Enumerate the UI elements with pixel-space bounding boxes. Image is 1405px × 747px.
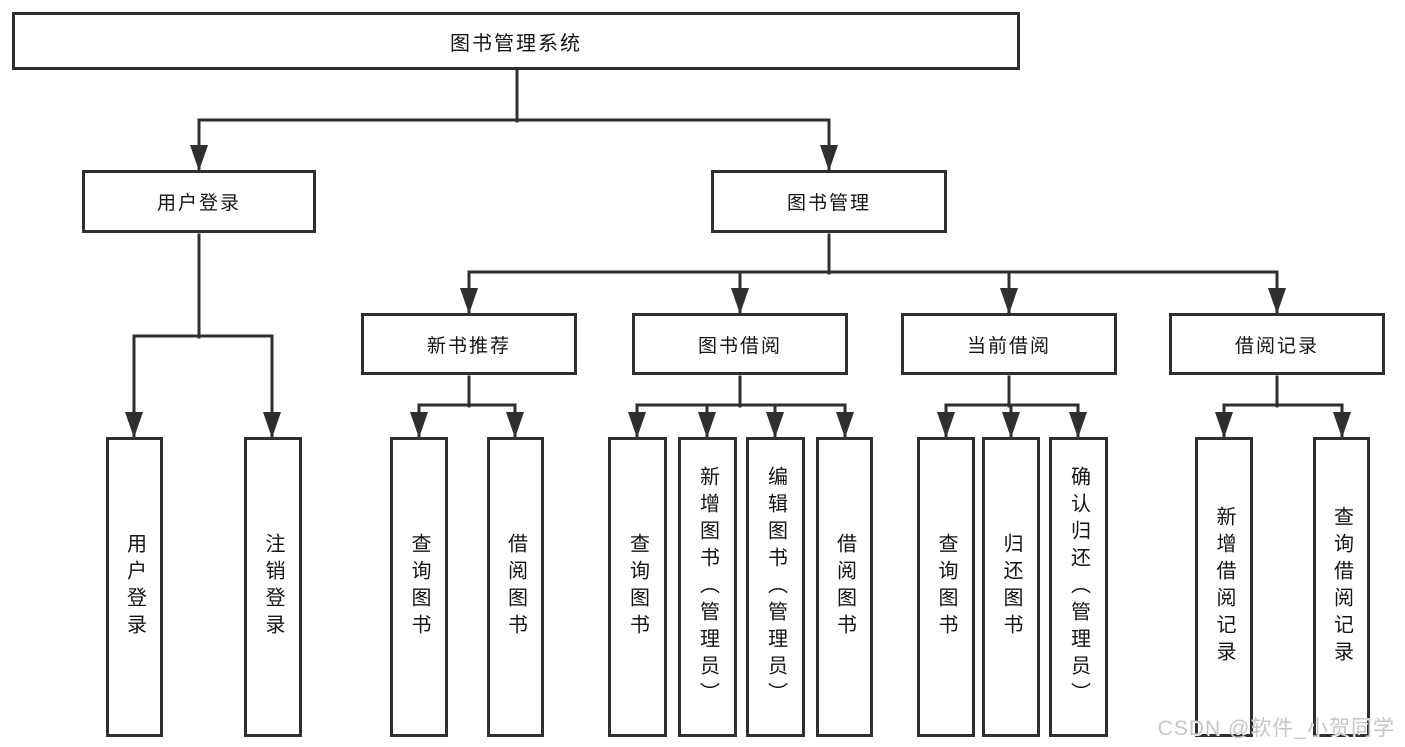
node-root: 图书管理系统 [12, 12, 1020, 70]
node-current-borrow: 当前借阅 [901, 313, 1117, 375]
node-user-login: 用户登录 [82, 170, 316, 233]
leaf-bb-add-books: 新增图书（管理员） [678, 437, 737, 737]
node-borrow-records: 借阅记录 [1169, 313, 1385, 375]
leaf-bb-edit-books: 编辑图书（管理员） [746, 437, 805, 737]
leaf-bb-borrow-books: 借阅图书 [816, 437, 873, 737]
node-new-book-recommend: 新书推荐 [361, 313, 577, 375]
leaf-br-add-record: 新增借阅记录 [1195, 437, 1253, 737]
leaf-cb-return-books: 归还图书 [982, 437, 1040, 737]
csdn-watermark: CSDN @软件_小贺同学 [1157, 717, 1395, 740]
leaf-user-login: 用户登录 [106, 437, 163, 737]
leaf-logout: 注销登录 [244, 437, 302, 737]
leaf-br-query-record: 查询借阅记录 [1313, 437, 1370, 737]
node-book-management: 图书管理 [711, 170, 947, 233]
leaf-cb-confirm-return: 确认归还（管理员） [1049, 437, 1108, 737]
leaf-cb-query-books: 查询图书 [917, 437, 975, 737]
leaf-bb-query-books: 查询图书 [608, 437, 667, 737]
node-book-borrow: 图书借阅 [632, 313, 848, 375]
leaf-nbr-query-books: 查询图书 [390, 437, 448, 737]
leaf-nbr-borrow-books: 借阅图书 [487, 437, 544, 737]
